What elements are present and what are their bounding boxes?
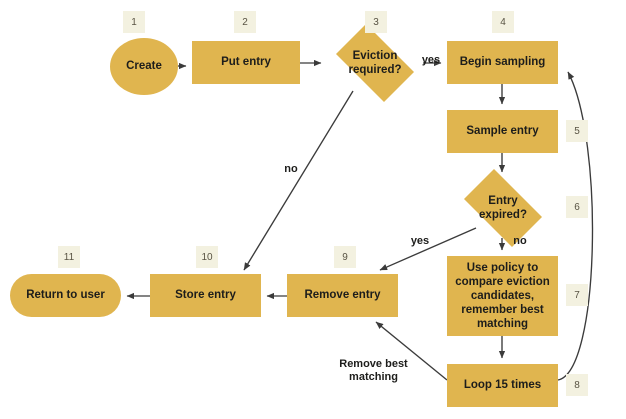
edge-label-eviction-yes-text: yes: [421, 54, 441, 67]
edge-label-expired-no: no: [507, 222, 533, 248]
step-badge-5: 5: [566, 120, 588, 142]
node-entry-expired-label: Entry expired?: [479, 194, 527, 221]
step-badge-1-text: 1: [131, 16, 137, 28]
step-badge-5-text: 5: [574, 125, 580, 137]
node-use-policy-label: Use policy to compare eviction candidate…: [455, 261, 550, 331]
edge-label-eviction-no: no: [278, 150, 304, 176]
edge-loop-15-times-to-begin-sampling: [557, 71, 594, 381]
node-store-entry-label: Store entry: [175, 289, 236, 302]
step-badge-2: 2: [234, 11, 256, 33]
node-entry-expired[interactable]: Entry expired?: [455, 169, 551, 247]
step-badge-9: 9: [334, 246, 356, 268]
node-loop-15-times[interactable]: Loop 15 times: [447, 364, 558, 407]
node-sample-entry-label: Sample entry: [466, 125, 539, 138]
edge-label-expired-no-text: no: [513, 235, 527, 248]
step-badge-8: 8: [566, 374, 588, 396]
step-badge-10-text: 10: [201, 251, 213, 263]
step-badge-4-text: 4: [500, 16, 506, 28]
node-eviction-required[interactable]: Eviction required?: [327, 24, 423, 102]
node-put-entry[interactable]: Put entry: [192, 41, 300, 84]
step-badge-7: 7: [566, 284, 588, 306]
step-badge-3: 3: [365, 11, 387, 33]
step-badge-2-text: 2: [242, 16, 248, 28]
node-use-policy[interactable]: Use policy to compare eviction candidate…: [447, 256, 558, 336]
node-sample-entry[interactable]: Sample entry: [447, 110, 558, 153]
edge-entry-expired-yes-to-remove-entry: [379, 227, 477, 271]
node-create-label: Create: [126, 60, 162, 73]
node-loop-15-times-label: Loop 15 times: [463, 379, 542, 392]
edge-eviction-required-no-to-store-entry: [243, 90, 354, 271]
step-badge-11: 11: [58, 246, 80, 268]
node-remove-entry-label: Remove entry: [304, 289, 381, 302]
node-store-entry[interactable]: Store entry: [150, 274, 261, 317]
step-badge-6-text: 6: [574, 201, 580, 213]
node-remove-entry[interactable]: Remove entry: [287, 274, 398, 317]
node-put-entry-label: Put entry: [221, 56, 271, 69]
node-begin-sampling-label: Begin sampling: [459, 56, 546, 69]
edge-label-remove-best-matching: Remove best matching: [326, 345, 421, 385]
step-badge-8-text: 8: [574, 379, 580, 391]
node-eviction-required-label: Eviction required?: [348, 49, 402, 76]
step-badge-11-text: 11: [63, 251, 75, 263]
step-badge-3-text: 3: [373, 16, 379, 28]
node-return-to-user[interactable]: Return to user: [10, 274, 121, 317]
step-badge-10: 10: [196, 246, 218, 268]
node-return-to-user-label: Return to user: [26, 289, 105, 302]
step-badge-9-text: 9: [342, 251, 348, 263]
edge-label-eviction-yes: yes: [416, 41, 446, 67]
edge-label-eviction-no-text: no: [284, 163, 298, 176]
step-badge-7-text: 7: [574, 289, 580, 301]
edge-label-remove-best-matching-text: Remove best matching: [339, 358, 408, 384]
step-badge-4: 4: [492, 11, 514, 33]
edge-loop-15-times-to-remove-entry: [375, 321, 448, 381]
step-badge-6: 6: [566, 196, 588, 218]
node-create[interactable]: Create: [110, 38, 178, 95]
edge-label-expired-yes: yes: [405, 222, 435, 248]
node-begin-sampling[interactable]: Begin sampling: [447, 41, 558, 84]
step-badge-1: 1: [123, 11, 145, 33]
edge-label-expired-yes-text: yes: [410, 235, 430, 248]
